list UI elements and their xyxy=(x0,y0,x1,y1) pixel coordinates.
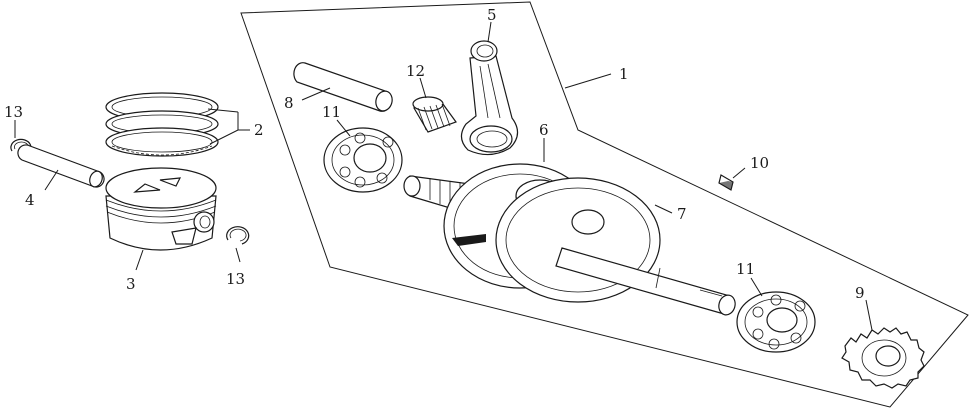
callout-2: 2 xyxy=(254,121,264,139)
circlip-right xyxy=(226,226,250,245)
woodruff-key xyxy=(718,174,734,191)
callout-7: 7 xyxy=(677,205,687,223)
ball-bearing-upper xyxy=(323,127,403,193)
callout-9: 9 xyxy=(855,284,865,302)
needle-bearing xyxy=(412,96,457,133)
callout-4: 4 xyxy=(25,191,35,209)
callout-11-upper: 11 xyxy=(322,103,341,121)
callout-1: 1 xyxy=(619,65,629,83)
connecting-rod xyxy=(460,40,519,156)
callout-5: 5 xyxy=(487,6,497,24)
callout-13-right: 13 xyxy=(226,270,245,288)
piston xyxy=(105,167,217,251)
crank-pin xyxy=(293,62,393,112)
callout-10: 10 xyxy=(750,154,769,172)
timing-gear xyxy=(841,327,925,389)
crankshaft-assembly-boundary xyxy=(240,1,969,408)
callout-3: 3 xyxy=(126,275,136,293)
crank-web xyxy=(495,177,736,316)
piston-pin xyxy=(17,144,105,188)
callout-11-lower: 11 xyxy=(736,260,755,278)
callout-13-left: 13 xyxy=(4,103,23,121)
leader-lines xyxy=(14,21,873,331)
piston-rings xyxy=(105,92,219,157)
callout-12: 12 xyxy=(406,62,425,80)
callout-8: 8 xyxy=(284,94,294,112)
ball-bearing-lower xyxy=(736,291,816,353)
callout-6: 6 xyxy=(539,121,549,139)
